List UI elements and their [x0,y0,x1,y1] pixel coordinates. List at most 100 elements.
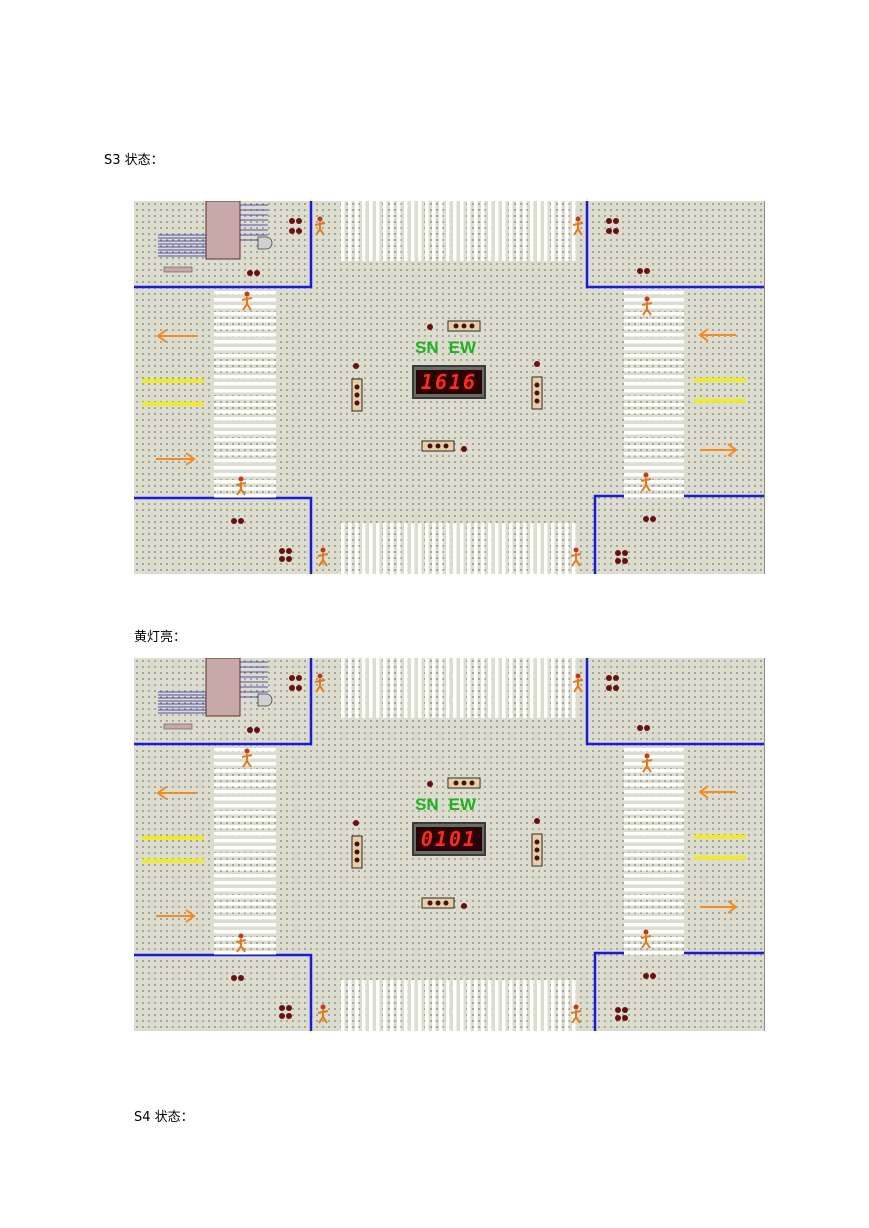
crosswalk-stripe [624,867,684,871]
crosswalk-stripe [624,410,684,414]
crosswalk-stripe [390,980,394,1031]
crosswalk-stripe [624,818,684,822]
crosswalk-stripe [214,445,276,449]
crosswalk-stripe [624,930,684,934]
led-indicator [606,218,612,224]
crosswalk-stripe [624,403,684,407]
crosswalk-stripe [214,804,276,808]
led-indicator [238,975,244,981]
crosswalk-stripe [537,980,541,1031]
pedestrian-icon [244,748,250,754]
crosswalk-stripe [214,333,276,337]
crosswalk-stripe [425,523,429,574]
corner-block-border [134,496,313,574]
crosswalk-stripe [214,909,276,913]
pedestrian-icon [641,302,653,316]
traffic-light-lamp [469,780,475,786]
countdown-display: 1616 [412,365,486,399]
crosswalk-stripe [341,980,345,1031]
pedestrian-icon [314,222,326,236]
led-indicator [534,361,540,367]
label-ew: EW [448,795,477,814]
lane-arrow-head [698,328,709,342]
crosswalk-stripe [418,523,422,574]
crosswalk-stripe [397,201,401,261]
crosswalk-stripe [460,523,464,574]
led-indicator [615,550,621,556]
crosswalk-stripe [624,846,684,850]
led-indicator [622,550,628,556]
crosswalk-stripe [418,658,422,718]
crosswalk-stripe [214,818,276,822]
crosswalk-stripe [624,396,684,400]
crosswalk-stripe [214,776,276,780]
crosswalk-stripe [474,201,478,261]
crosswalk-stripe [516,523,520,574]
corner-block-border [585,658,764,746]
crosswalk-stripe [624,937,684,941]
crosswalk-stripe [624,755,684,759]
traffic-light-lamp [435,443,441,449]
led-indicator [247,270,253,276]
traffic-light-lamp [443,443,449,449]
led-indicator [643,973,649,979]
crosswalk-stripe [572,658,576,718]
crosswalk-stripe [432,658,436,718]
crosswalk-stripe [214,459,276,463]
traffic-light-lamp [534,847,540,853]
crosswalk-stripe [214,902,276,906]
crosswalk-stripe [530,201,534,261]
led-indicator [286,1013,292,1019]
led-indicator [296,675,302,681]
crosswalk-stripe [488,980,492,1031]
corner-block-border [134,201,313,289]
pedestrian-icon [640,935,652,949]
led-indicator [279,548,285,554]
led-indicator [427,324,433,330]
led-indicator [606,685,612,691]
lane-line-yellow [694,835,746,839]
corner-block-border [134,953,313,1031]
crosswalk-stripe [214,832,276,836]
countdown-display: 0101 [412,822,486,856]
pedestrian-icon [244,291,250,297]
pedestrian-icon [241,754,253,768]
crosswalk-stripe [214,874,276,878]
lane-line-yellow [142,379,204,383]
crosswalk-stripe [565,523,569,574]
crosswalk-stripe [214,487,276,491]
crosswalk-stripe [474,523,478,574]
crosswalk-stripe [558,658,562,718]
crosswalk-stripe [624,797,684,801]
crosswalk-stripe [624,804,684,808]
led-indicator [622,1007,628,1013]
crosswalk-stripe [453,980,457,1031]
logic-gate [257,693,273,707]
crosswalk-stripe [537,523,541,574]
led-indicator [247,727,253,733]
led-indicator [615,1015,621,1021]
traffic-light-lamp [453,780,459,786]
lane-line-yellow [694,399,746,403]
crosswalk-stripe [624,473,684,477]
crosswalk-stripe [214,797,276,801]
crosswalk-stripe [214,452,276,456]
led-indicator [613,675,619,681]
traffic-light-lamp [469,323,475,329]
crosswalk-stripe [369,980,373,1031]
crosswalk-stripe [397,980,401,1031]
label-sn: SN [415,338,439,357]
crosswalk-stripe [624,944,684,948]
crosswalk-stripe [572,201,576,261]
crosswalk-stripe [624,438,684,442]
crosswalk-stripe [453,523,457,574]
microcontroller-chip [205,201,241,260]
crosswalk-stripe [523,523,527,574]
pedestrian-icon [643,472,649,478]
crosswalk-stripe [214,881,276,885]
crosswalk-stripe [624,431,684,435]
crosswalk-stripe [460,201,464,261]
crosswalk-stripe [624,825,684,829]
lane-arrow-head [185,909,196,923]
crosswalk-stripe [467,523,471,574]
